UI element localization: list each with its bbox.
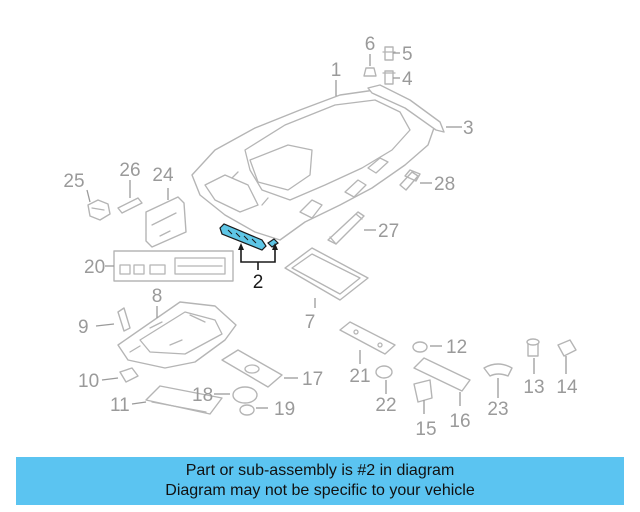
callout-14: 14 xyxy=(556,377,578,398)
banner-line-2: Diagram may not be specific to your vehi… xyxy=(165,482,475,499)
part-6-clip xyxy=(363,67,377,77)
callout-10: 10 xyxy=(78,371,99,392)
part-17-pad xyxy=(221,349,283,388)
callout-8: 8 xyxy=(152,286,163,307)
callout-23: 23 xyxy=(487,399,508,420)
part-26-visor-holder xyxy=(117,197,143,214)
callout-25: 25 xyxy=(63,171,84,192)
part-18-disc xyxy=(232,386,258,404)
callout-9: 9 xyxy=(78,317,89,338)
callout-16: 16 xyxy=(449,411,470,432)
part-23-cover xyxy=(483,363,513,377)
part-3-rail xyxy=(367,84,445,133)
part-1-headliner xyxy=(191,89,436,241)
part-10-bracket xyxy=(119,367,139,383)
callout-21: 21 xyxy=(349,366,370,387)
callout-12: 12 xyxy=(446,337,467,358)
part-13-plug xyxy=(526,338,540,357)
callout-22: 22 xyxy=(375,395,396,416)
callout-15: 15 xyxy=(415,419,436,440)
part-19-disc xyxy=(239,404,255,416)
callout-4: 4 xyxy=(402,69,413,90)
callout-3: 3 xyxy=(463,118,474,139)
part-9-clip xyxy=(117,307,131,332)
part-20-console-panel xyxy=(113,250,234,282)
part-2-highlighted xyxy=(219,223,279,251)
leader-lines xyxy=(86,52,567,414)
callout-28: 28 xyxy=(434,174,455,195)
part-8-overhead-console xyxy=(117,301,237,369)
part-2-leader xyxy=(238,243,278,270)
part-25-hook xyxy=(87,199,111,221)
part-22-cap xyxy=(375,365,393,379)
part-21-pad xyxy=(339,321,396,355)
callout-27: 27 xyxy=(378,221,399,242)
callout-5: 5 xyxy=(402,44,413,65)
callout-24: 24 xyxy=(152,165,174,186)
part-12-clip xyxy=(412,341,428,353)
part-14-clip xyxy=(557,339,577,357)
callout-13: 13 xyxy=(523,377,544,398)
banner-line-1: Part or sub-assembly is #2 in diagram xyxy=(185,462,455,479)
part-7-sunshade xyxy=(284,247,369,301)
callout-18: 18 xyxy=(192,385,213,406)
part-11-lamp xyxy=(145,385,223,415)
parts-diagram: 1 2 3 4 5 6 7 8 9 10 11 12 13 14 15 16 1… xyxy=(63,34,578,440)
callout-labels: 1 2 3 4 5 6 7 8 9 10 11 12 13 14 15 16 1… xyxy=(63,34,578,440)
info-banner: Part or sub-assembly is #2 in diagram Di… xyxy=(16,457,624,505)
callout-6: 6 xyxy=(365,34,376,55)
part-24-sun-visor xyxy=(145,196,187,248)
callout-17: 17 xyxy=(302,369,323,390)
callout-19: 19 xyxy=(274,399,295,420)
part-4-clip xyxy=(382,70,396,85)
part-5-clip xyxy=(382,46,396,61)
callout-11: 11 xyxy=(110,395,130,416)
part-16-strip xyxy=(413,357,471,392)
callout-26: 26 xyxy=(119,160,140,181)
part-15-bracket xyxy=(413,379,433,403)
callout-2: 2 xyxy=(253,272,264,293)
part-28-grab-handle xyxy=(399,169,421,191)
callout-20: 20 xyxy=(84,257,105,278)
callout-7: 7 xyxy=(305,312,316,333)
part-27-grab-handle xyxy=(327,211,365,245)
callout-1: 1 xyxy=(331,60,342,81)
